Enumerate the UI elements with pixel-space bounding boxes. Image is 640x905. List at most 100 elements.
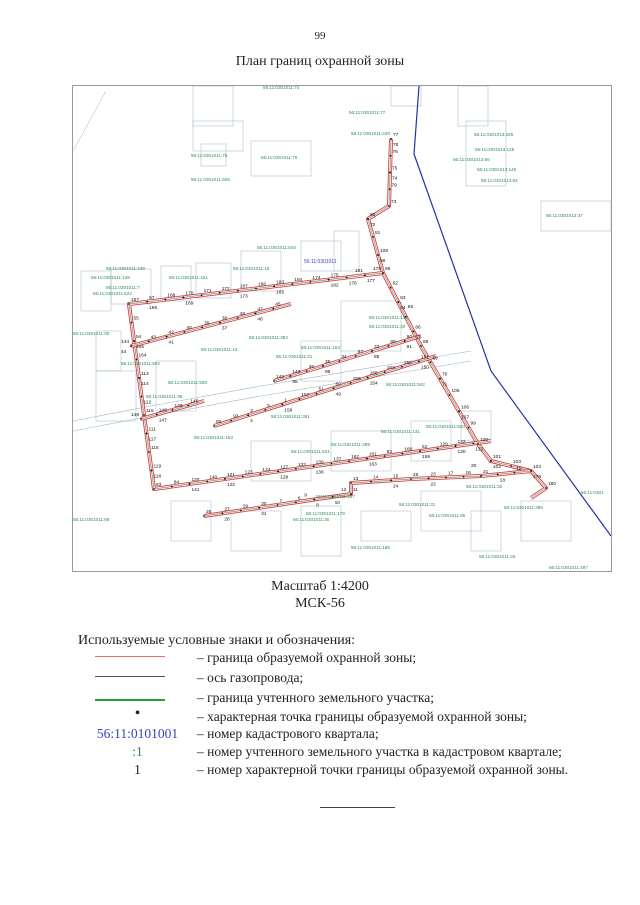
legend-description: – ось газопровода; [197,670,304,685]
point-label: 174 [312,275,320,281]
point-label: 8 [316,503,319,509]
parcel-outline [250,440,312,482]
parcel-outline [465,120,507,187]
parcel-label: 56:11:0301011:505 [168,380,207,385]
boundary-point [400,365,403,368]
point-label: 9 [304,493,307,499]
boundary-point [458,410,460,413]
boundary-point [305,370,308,372]
boundary-point [291,283,294,285]
point-label: 114 [141,381,149,387]
point-label: 37 [222,326,228,332]
parcel-label: 56:11:0301011:396 [504,505,543,510]
boundary-point [298,398,301,400]
boundary-point [418,360,420,363]
boundary-point [138,377,140,379]
boundary-point [331,495,334,498]
point-label: 33 [374,344,380,350]
point-label: 123 [245,469,253,475]
point-label: 159 [422,454,430,460]
boundary-point [350,482,352,484]
point-label: 89 [390,339,396,345]
point-label: 5 [267,403,270,409]
boundary-point [363,274,366,277]
point-label: 31 [261,511,267,517]
boundary-point [128,303,130,305]
point-label: 149 [131,412,139,418]
boundary-point [133,340,135,342]
point-label: 161 [369,452,377,458]
boundary-point [389,171,391,174]
parcel-label: 56:11:0301011:75 [191,153,228,158]
boundary-point [383,455,386,458]
point-label: 64 [400,305,406,311]
boundary-point [200,294,203,297]
boundary-point [367,218,369,220]
boundary-point [294,501,297,504]
parcel-outline [330,430,392,472]
legend-item: :1– номер учтенного земельного участка в… [0,744,640,764]
boundary-point [403,340,406,342]
boundary-point [349,382,352,384]
legend-description: – характерная точка границы образуемой о… [197,709,527,724]
legend-description: – граница учтенного земельного участка; [197,690,434,705]
legend-symbol: • [134,705,141,722]
point-label: 164 [139,353,147,359]
boundary-point [315,392,318,395]
point-label: 93 [233,414,239,420]
boundary-point [467,426,470,429]
point-label: 67 [415,334,421,340]
point-label: 157 [301,392,309,398]
boundary-point [480,475,482,477]
point-label: 177 [367,278,375,284]
point-label: 168 [167,293,175,299]
boundary-point [182,296,185,299]
parcel-label: 56:11:0301011:382 [249,335,288,340]
point-label: 119 [154,464,162,470]
point-label: 71 [442,382,448,388]
page-number: 99 [314,30,326,42]
parcel-label: 56:11:0301011:542 [386,382,425,387]
point-label: 58 [380,258,386,264]
road-edge [72,350,472,422]
point-label: 49 [336,391,342,397]
parcel-outline [250,140,312,177]
point-label: 35 [325,359,331,365]
parcel-outline [240,250,282,292]
point-label: 167 [131,297,139,303]
legend-item: 1– номер характерной точки границы образ… [0,762,640,782]
boundary-point [247,414,250,417]
parcel-label: 56:11:0301 [581,490,604,495]
parcel-outline [95,330,122,372]
parcel-label: 56:11:0301011:90 [73,331,110,336]
boundary-point [289,375,292,377]
parcel-outline [333,230,360,272]
boundary-point [545,487,547,489]
point-label: 20 [471,463,477,469]
parcel-outline [160,265,192,302]
boundary-point [224,477,226,480]
boundary-point [366,376,369,379]
parcel-label: 56:11:0301011:438 [351,131,390,136]
legend-line-symbol [95,656,165,657]
quarter-label: 56:11:0301011 [304,259,337,265]
point-label: 165 [136,344,144,350]
point-label: 50 [336,381,342,387]
point-label: 101 [493,454,501,460]
pipeline-axis [130,303,292,347]
point-label: 57 [149,295,155,301]
parcel-boundaries [72,85,612,557]
point-label: 153 [387,365,395,371]
point-label: 48 [240,311,246,317]
point-label: 25 [413,472,419,478]
boundary-point [513,471,516,474]
parcel-outline [470,510,502,552]
parcel-outline [95,370,137,422]
boundary-point [155,413,158,416]
parcel-outline [200,143,227,167]
boundary-point [294,467,297,470]
boundary-point [454,445,457,447]
boundary-point [183,331,186,333]
point-label: 122 [227,482,235,488]
point-label: 55 [134,316,140,322]
